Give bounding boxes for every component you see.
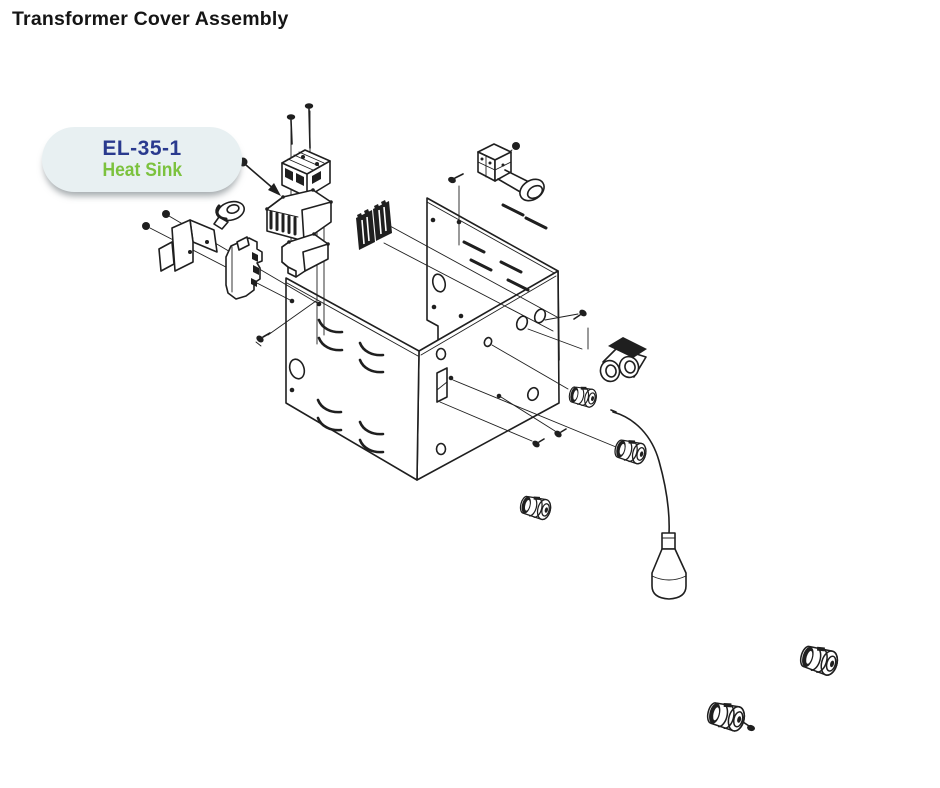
block-screw <box>448 173 464 184</box>
enclosure-cover <box>285 197 560 481</box>
part-number-label: EL-35-1 <box>102 137 182 161</box>
barrel-connector-2 <box>797 641 842 678</box>
connector-block <box>477 142 520 182</box>
dual-coil-connector <box>599 337 647 383</box>
terminal-strip <box>356 200 392 250</box>
terminal-block-screws <box>286 103 314 149</box>
strain-relief-plug <box>651 532 687 600</box>
barrel-connector-3 <box>704 697 755 734</box>
bottom-screws <box>532 428 567 448</box>
hole-dots <box>289 217 502 399</box>
cable-connector <box>612 435 649 466</box>
page-title: Transformer Cover Assembly <box>12 8 289 30</box>
small-screw <box>255 332 271 347</box>
barrel-connector-small <box>567 383 599 409</box>
indicator-lamp <box>497 169 545 202</box>
part-callout: EL-35-1 Heat Sink <box>42 127 242 192</box>
cover-bracket <box>281 232 330 278</box>
grommet <box>213 200 246 230</box>
panel-screw <box>573 309 587 320</box>
mounting-bracket <box>158 219 218 272</box>
left-mounting-screws <box>142 210 170 230</box>
callout-arrow <box>238 157 281 196</box>
terminal-block <box>281 149 331 198</box>
part-name-label: Heat Sink <box>102 160 182 182</box>
circuit-breaker <box>225 236 263 300</box>
barrel-connector-1 <box>517 492 554 522</box>
cable-assembly <box>610 409 670 535</box>
heat-sink <box>265 188 333 242</box>
